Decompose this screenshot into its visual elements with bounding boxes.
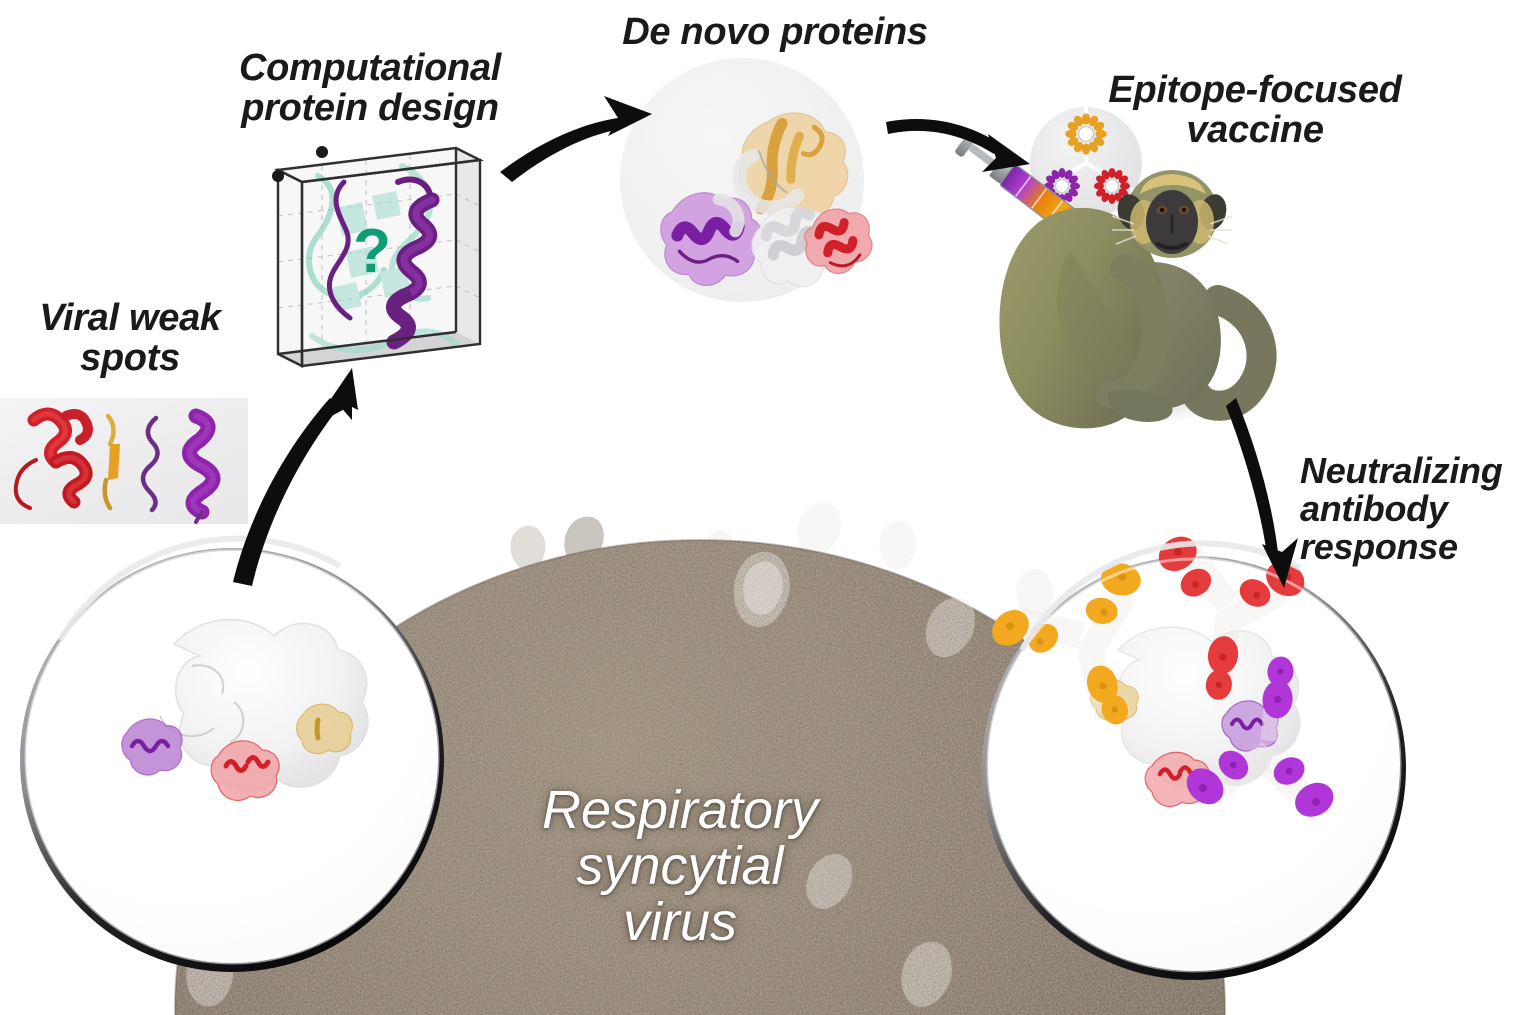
spike-icon — [806, 854, 853, 909]
arrow-design-to-denovo — [500, 96, 652, 182]
epitope-ribbon-red — [13, 407, 93, 510]
spike-icon — [1016, 569, 1054, 618]
monkey-arm — [1096, 254, 1170, 408]
spike-icon — [901, 941, 952, 1007]
rsv-f-protein — [121, 618, 369, 801]
monkey-foot — [1107, 389, 1173, 422]
design-question-mark: ? — [353, 217, 391, 286]
label-viral-weak-spots: Viral weak spots — [39, 297, 221, 380]
monkey-tail — [1181, 285, 1277, 421]
virus-texture — [175, 540, 1225, 1015]
spike-icon — [733, 551, 790, 627]
epitope-ribbon-purple-helix — [182, 408, 221, 524]
epitope-site-orange — [296, 703, 353, 755]
spike-icon — [510, 525, 546, 570]
de-novo-design-right — [751, 206, 873, 288]
cube-vertex-dot — [316, 146, 328, 158]
grafted-epitope — [326, 176, 440, 350]
neutralizing-antibody-magnifier — [982, 536, 1406, 980]
antibody-purple — [1186, 656, 1334, 817]
epitope-site-red — [210, 740, 280, 801]
rsv-virion — [174, 502, 1226, 1015]
label-de-novo-proteins: De novo proteins — [622, 11, 928, 53]
label-respiratory-syncytial-virus: Respiratory syncytial virus — [541, 780, 819, 953]
antibody-orange — [992, 563, 1141, 725]
flow-arrows — [233, 96, 1298, 588]
spike-icon — [925, 597, 975, 658]
vervet-monkey — [999, 170, 1277, 429]
epitope-ribbon-orange — [102, 413, 120, 511]
arrow-vaccine-to-antibodies — [1226, 398, 1298, 588]
cube-vertex-dot — [272, 170, 284, 182]
spike-icon — [797, 502, 841, 556]
de-novo-design-left — [660, 192, 763, 287]
epitope-ribbons — [13, 407, 221, 524]
monkey-head — [1111, 170, 1233, 258]
de-novo-proteins-circle — [620, 58, 873, 302]
label-epitope-focused-vaccine: Epitope-focused vaccine — [1108, 69, 1402, 152]
arrow-denovo-to-vaccine — [886, 118, 1030, 172]
epitope-ribbon-purple-coil — [140, 415, 160, 513]
label-neutralizing-antibody-response: Neutralizing antibody response — [1300, 450, 1503, 568]
computational-design-cube: ? — [272, 146, 485, 368]
viral-weak-spots-inset — [0, 398, 248, 524]
nanoparticle-orange — [1065, 113, 1107, 155]
arrow-weakspots-to-design — [233, 368, 358, 586]
label-computational-protein-design: Computational protein design — [238, 47, 502, 130]
de-novo-design-top — [732, 112, 849, 218]
virus-spikes-back — [510, 502, 1054, 618]
epitope-site-purple — [121, 718, 183, 776]
viral-surface-magnifier — [20, 535, 444, 972]
spike-icon — [879, 521, 917, 570]
